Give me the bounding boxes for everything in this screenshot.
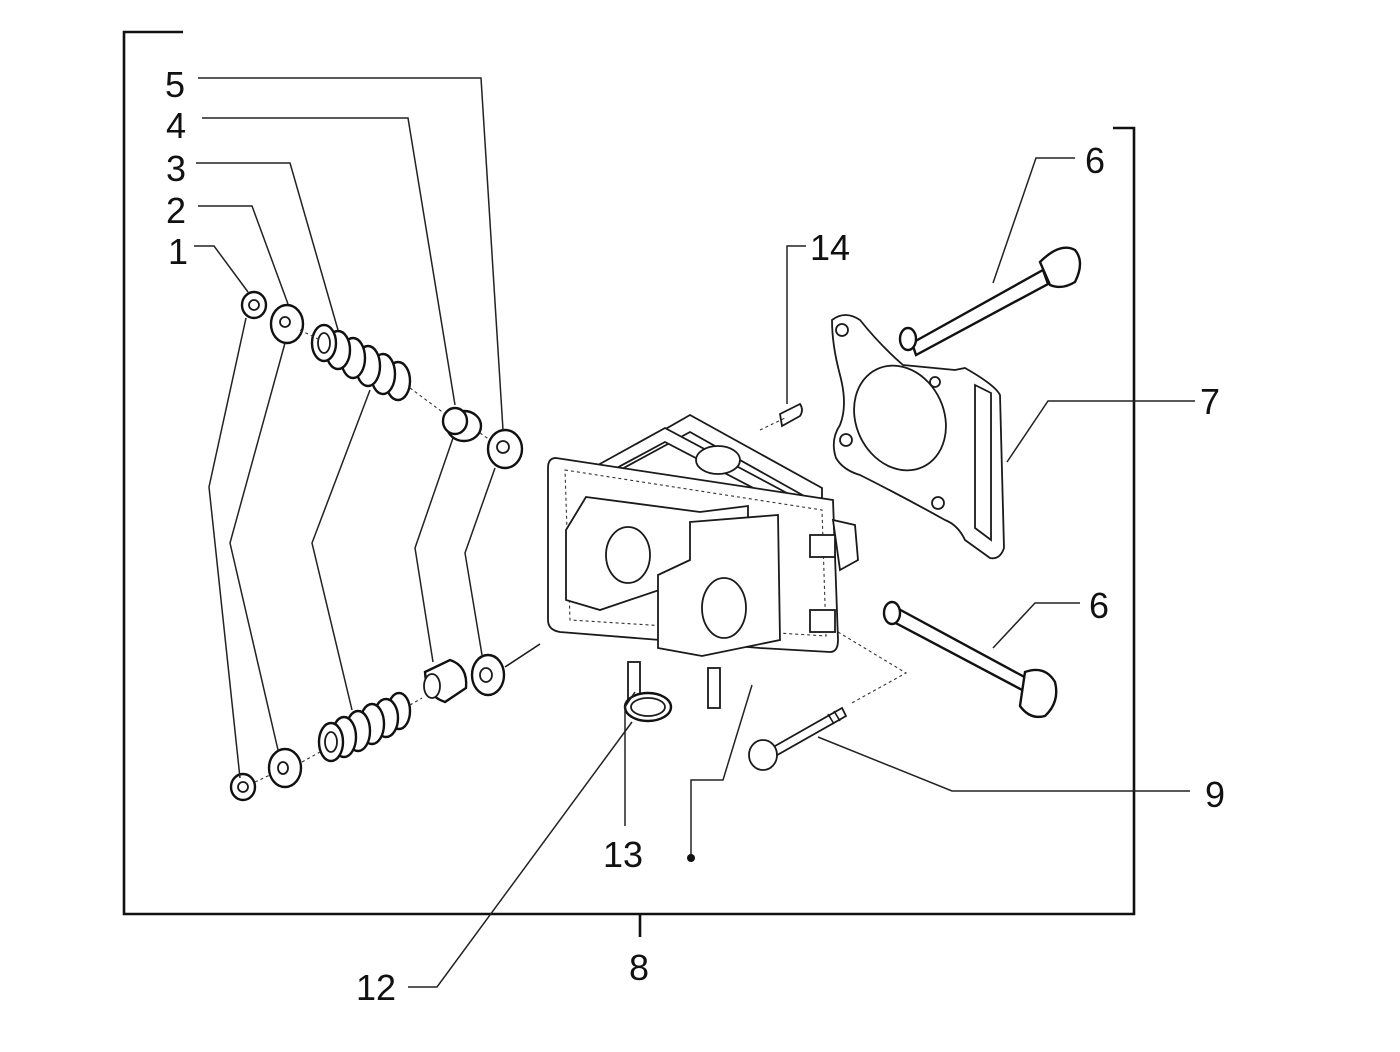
- valve-upper: [898, 246, 1082, 357]
- callout-14: 14: [810, 227, 850, 268]
- stem-seal-upper: [441, 406, 483, 443]
- keeper-lower: [229, 772, 257, 802]
- callout-7: 7: [1200, 381, 1220, 422]
- cylinder-head: [547, 413, 859, 709]
- spring-cap-upper: [269, 303, 305, 345]
- callout-13: 13: [603, 834, 643, 875]
- callout-4: 4: [166, 105, 186, 146]
- callout-9: 9: [1205, 774, 1225, 815]
- spring-lower: [317, 691, 412, 763]
- dowel-pin: [779, 402, 803, 428]
- callout-6-upper: 6: [1085, 140, 1105, 181]
- leader-lines: [194, 77, 1195, 988]
- head-gasket: [831, 314, 1005, 560]
- assembly-bracket: [122, 30, 1136, 937]
- stem-seal-lower: [423, 658, 468, 704]
- callout-8: 8: [629, 947, 649, 988]
- reference-dot: [687, 854, 695, 862]
- valve-lower: [882, 600, 1058, 719]
- washer-lower: [470, 653, 506, 697]
- spring-upper: [310, 323, 412, 402]
- bolt: [748, 706, 848, 771]
- callout-3: 3: [166, 148, 186, 189]
- spring-cap-lower: [267, 747, 303, 789]
- keeper-upper: [240, 290, 268, 320]
- callout-12: 12: [356, 967, 396, 1008]
- callout-6-lower: 6: [1089, 585, 1109, 626]
- callout-5: 5: [165, 64, 185, 105]
- washer-upper: [486, 428, 524, 470]
- callout-1: 1: [168, 231, 188, 272]
- callout-2: 2: [166, 190, 186, 231]
